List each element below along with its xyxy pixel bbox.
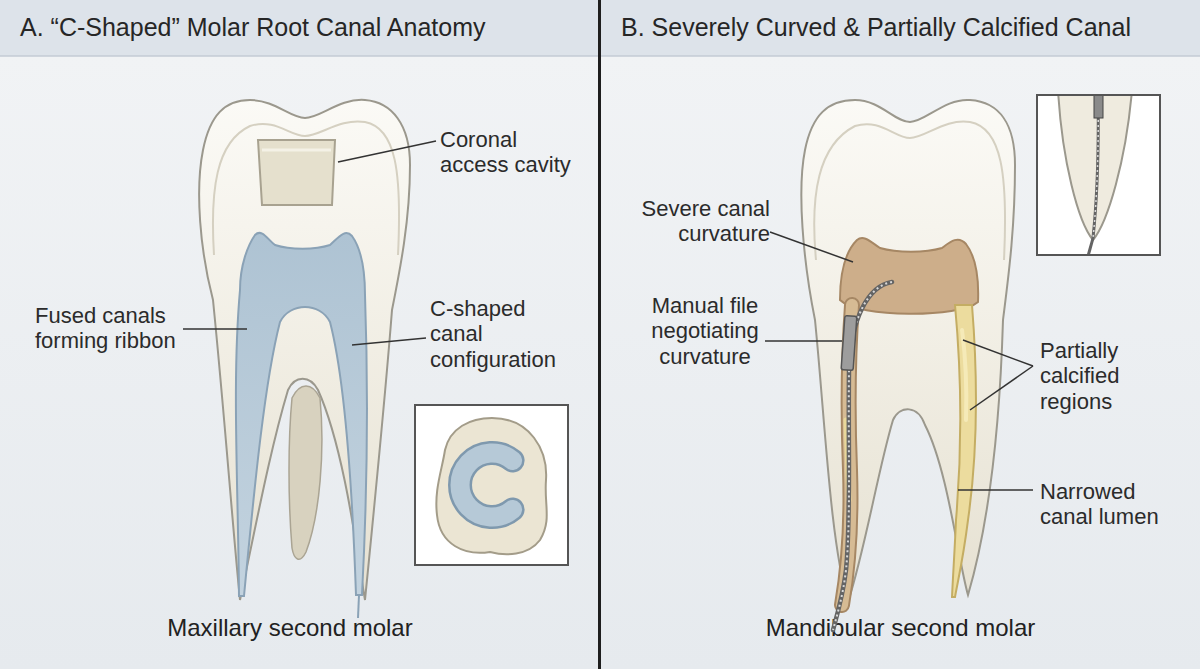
panel-heading: B. Severely Curved & Partially Calcified… (621, 13, 1131, 42)
leader-line (958, 489, 1033, 491)
pulp-chamber (840, 238, 978, 314)
apical-canal (358, 595, 359, 618)
c-canal (460, 453, 513, 517)
root-cross-section (436, 418, 546, 554)
calcified-canal (952, 305, 976, 597)
panel-divider (598, 0, 601, 669)
cavity-highlight (262, 149, 331, 152)
cross-section-inset (415, 405, 568, 565)
c-canal-outline (460, 453, 513, 517)
apex-inset (1037, 90, 1160, 260)
figure-caption: Maxillary second molar (0, 614, 580, 642)
inset-frame (415, 405, 568, 565)
leader-line (183, 328, 247, 330)
callout-label: Severe canal curvature (625, 196, 770, 247)
file-handle (1094, 96, 1103, 118)
header-border (0, 55, 599, 57)
endodontic-file (1087, 96, 1098, 254)
callout-label: Narrowed canal lumen (1040, 479, 1170, 530)
callout-label: C-shaped canal configuration (430, 296, 570, 372)
callout-label: Partially calcified regions (1040, 338, 1145, 414)
callout-label: Fused canals forming ribbon (35, 303, 200, 354)
header-border (601, 55, 1200, 57)
access-cavity (258, 140, 335, 205)
figure-caption: Mandibular second molar (601, 614, 1200, 642)
panel-heading: A. “C-Shaped” Molar Root Canal Anatomy (20, 13, 486, 42)
leader-line (765, 340, 842, 342)
callout-label: Coronal access cavity (440, 127, 585, 178)
enamel-junction (814, 121, 1005, 260)
file-handle (841, 316, 857, 371)
callout-label: Manual file negotiating curvature (640, 293, 770, 369)
enamel-junction (213, 121, 399, 255)
calcified-highlight (962, 330, 966, 420)
